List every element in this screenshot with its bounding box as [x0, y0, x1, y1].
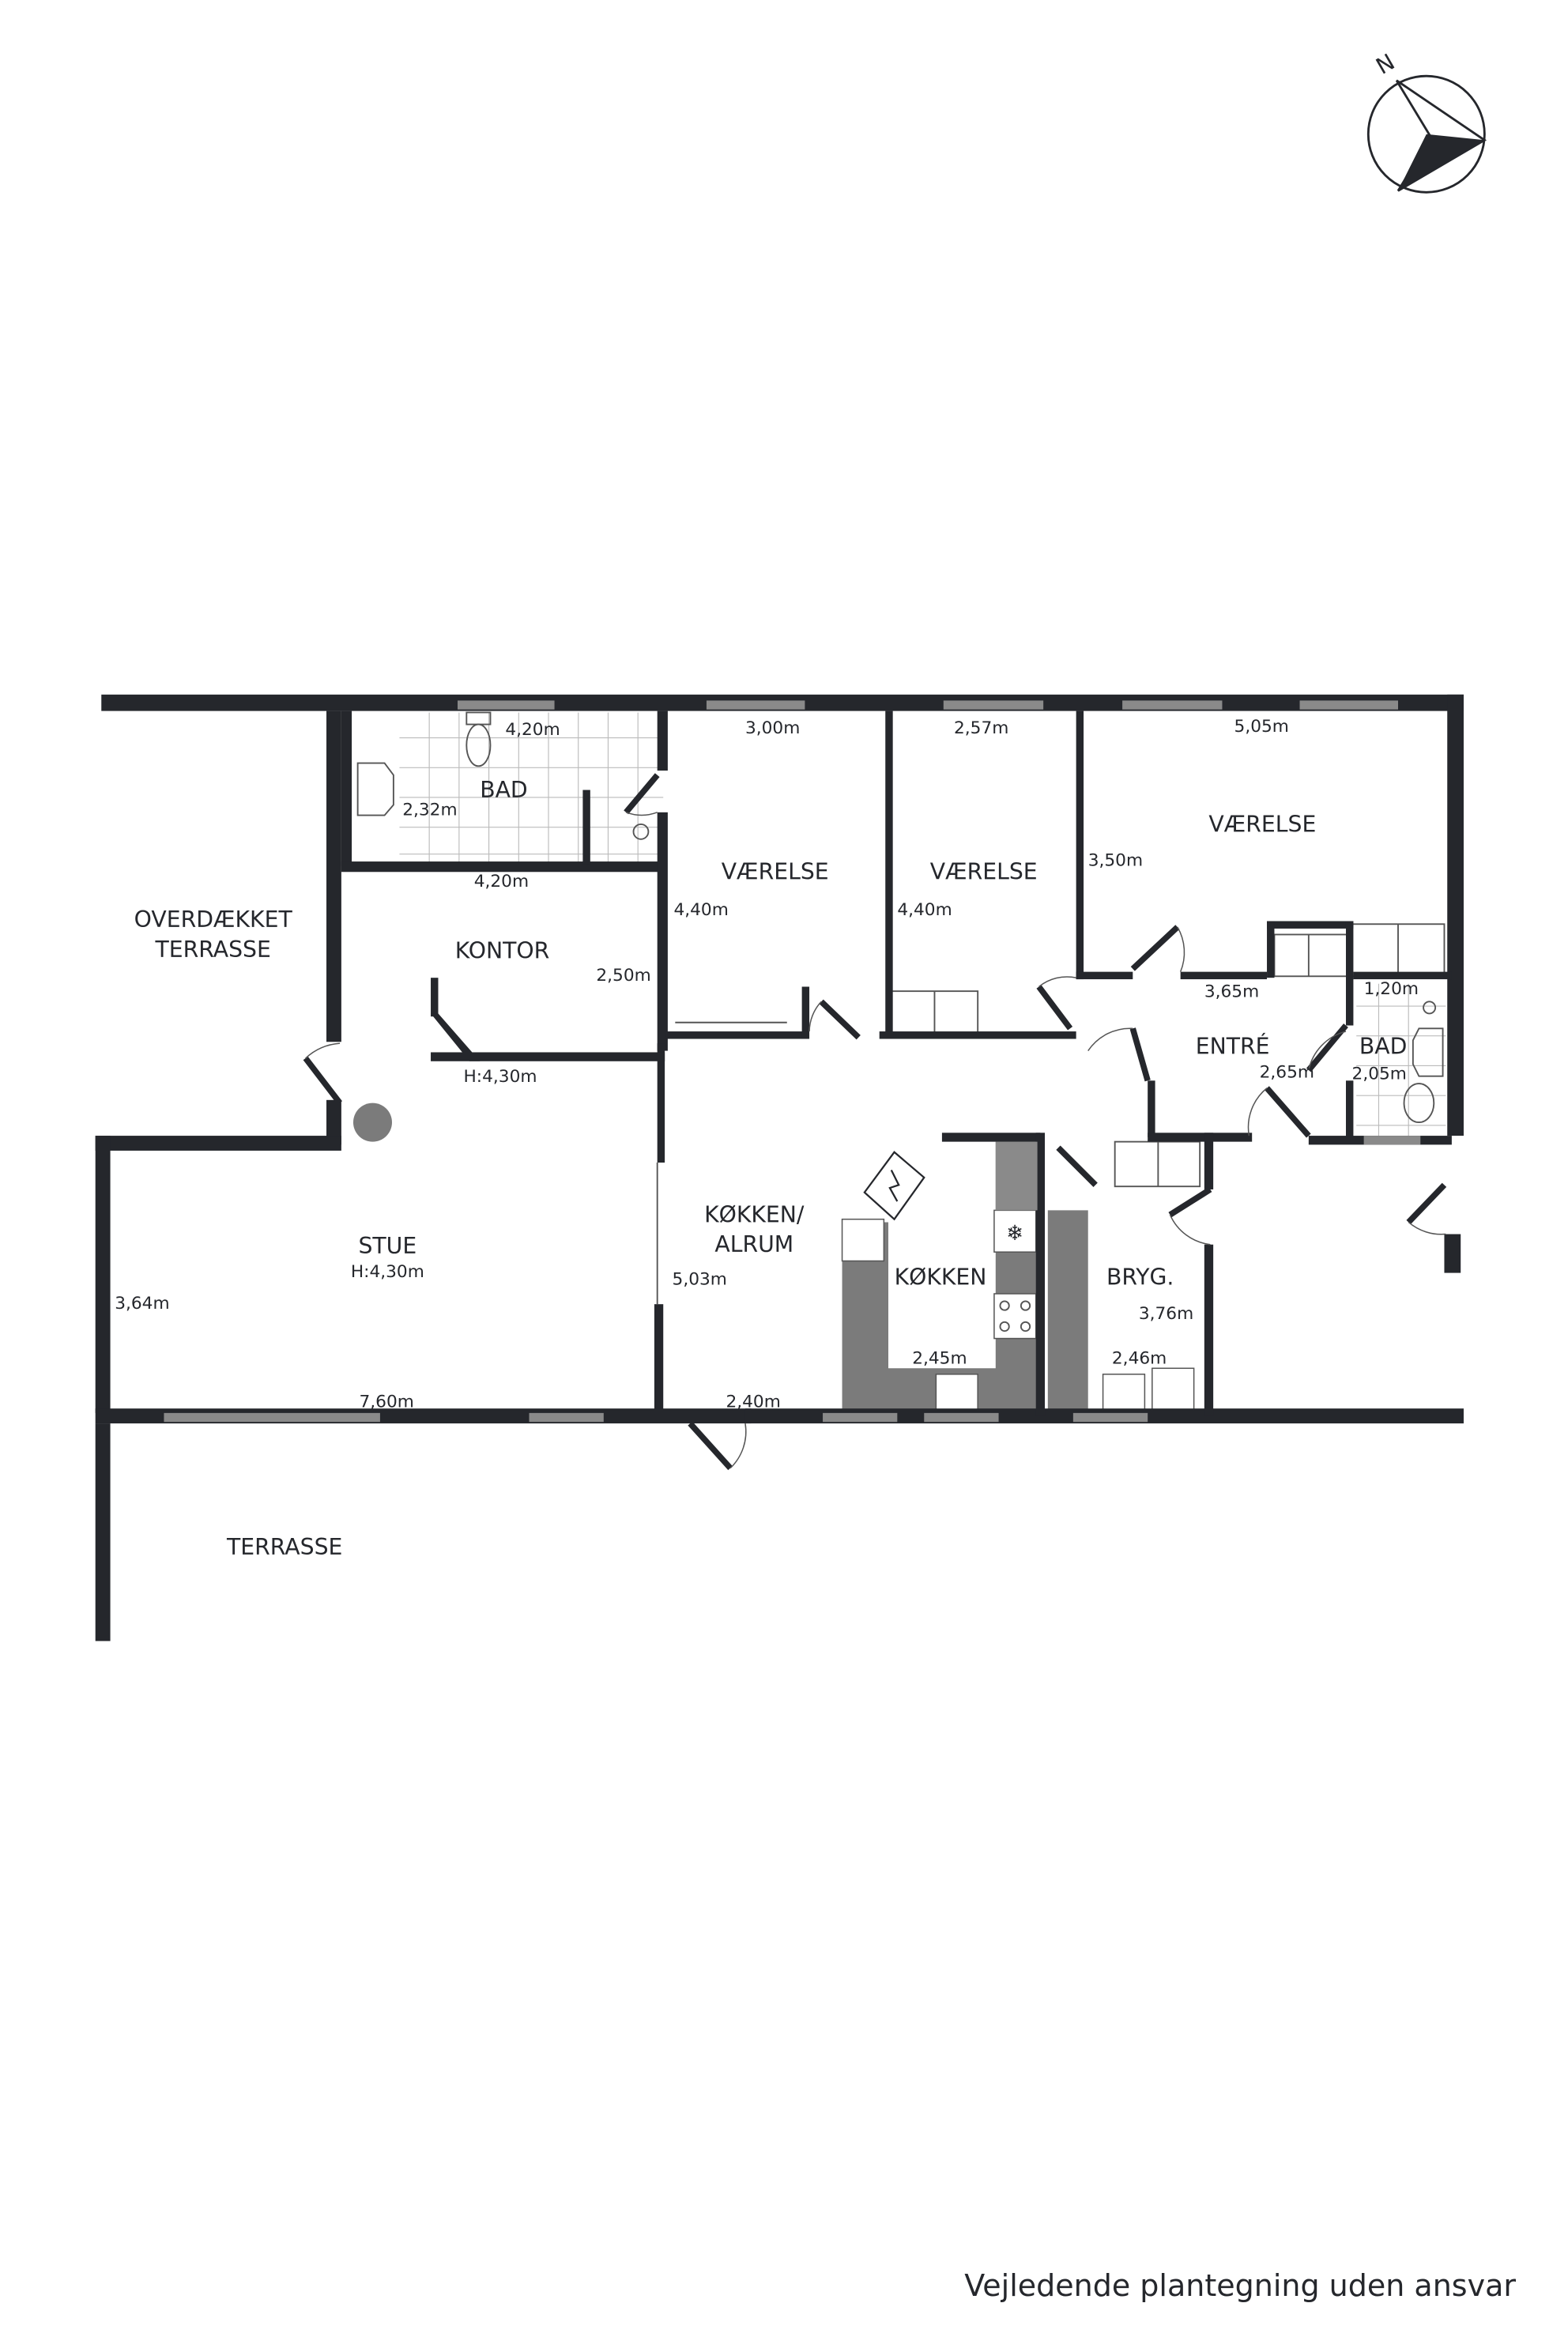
sink-icon	[356, 762, 394, 816]
dim-kontor-width: 4,20m	[474, 872, 529, 891]
compass-north-label: N	[1372, 49, 1400, 80]
bad2-tiles	[1356, 983, 1446, 1136]
kontor-ceiling-height: H:4,30m	[464, 1067, 537, 1087]
bathroom-fixtures	[356, 711, 1444, 1124]
dim-vaerelse2-width: 2,57m	[954, 718, 1008, 738]
dim-vaerelse1-width: 3,00m	[745, 718, 800, 738]
windows	[164, 700, 1421, 1423]
room-label-kontor: KONTOR	[455, 938, 550, 964]
doors	[303, 773, 1447, 1471]
dim-alrum-width: 2,40m	[726, 1392, 780, 1412]
dim-entre-width: 3,65m	[1204, 982, 1259, 1002]
utility-sink-icon	[1102, 1374, 1146, 1411]
room-label-vaerelse-3: VÆRELSE	[1208, 811, 1316, 837]
washer-icon	[1152, 1367, 1195, 1411]
stue-height: H:4,30m	[351, 1262, 424, 1282]
dim-bad-height: 2,32m	[402, 801, 457, 820]
room-label-vaerelse-2: VÆRELSE	[930, 859, 1038, 885]
room-label-entre: ENTRÉ	[1196, 1032, 1270, 1059]
sink-icon-2	[1412, 1027, 1444, 1077]
svg-text:❄: ❄	[1006, 1221, 1023, 1246]
room-label-vaerelse-1: VÆRELSE	[722, 859, 829, 885]
room-label-bad: BAD	[480, 777, 528, 803]
stove-icon	[993, 1293, 1037, 1340]
room-label-overdaekket-terrasse-2: TERRASSE	[155, 937, 271, 963]
room-label-kokken: KØKKEN	[895, 1265, 987, 1291]
toilet-icon-2	[1403, 1083, 1435, 1124]
dim-stue-height: 3,64m	[115, 1294, 169, 1314]
shower-icon	[632, 823, 650, 840]
dim-vaerelse2-height: 4,40m	[897, 900, 952, 920]
fireplace-icon	[352, 1102, 392, 1142]
dim-bryg-width: 2,46m	[1112, 1349, 1167, 1369]
room-label-terrasse: TERRASSE	[226, 1534, 342, 1560]
dim-bryg-height: 3,76m	[1139, 1304, 1193, 1324]
dim-kokken-width: 2,45m	[912, 1349, 967, 1369]
room-label-bryg: BRYG.	[1106, 1265, 1174, 1291]
dishwasher-icon	[841, 1218, 885, 1262]
dim-bad2-width: 1,20m	[1364, 979, 1419, 999]
fridge-icon	[993, 1209, 1037, 1253]
bad1-tiles	[399, 712, 664, 866]
room-label-kokken-alrum: KØKKEN/	[704, 1201, 805, 1227]
room-label-bad-2: BAD	[1359, 1033, 1408, 1059]
dim-vaerelse3-width: 5,05m	[1234, 717, 1289, 737]
kitchen-sink-icon	[935, 1374, 978, 1411]
shower-icon-2	[1423, 1001, 1437, 1015]
room-label-overdaekket-terrasse: OVERDÆKKET	[134, 906, 293, 933]
dim-kontor-height: 2,50m	[596, 966, 650, 986]
dim-bad2-height: 2,05m	[1352, 1064, 1407, 1084]
disclaimer-text: Vejledende plantegning uden ansvar	[964, 2268, 1516, 2303]
dim-alrum-height: 5,03m	[673, 1270, 727, 1290]
dim-vaerelse1-height: 4,40m	[673, 900, 728, 920]
dim-entre-height: 2,65m	[1260, 1063, 1314, 1083]
dim-vaerelse3-height: 3,50m	[1088, 851, 1143, 871]
dim-bad-width: 4,20m	[505, 720, 560, 740]
dim-stue-width: 7,60m	[360, 1392, 414, 1412]
room-label-kokken-alrum-2: ALRUM	[714, 1231, 793, 1257]
room-label-stue: STUE	[358, 1233, 416, 1259]
compass-icon: N	[1366, 49, 1487, 194]
